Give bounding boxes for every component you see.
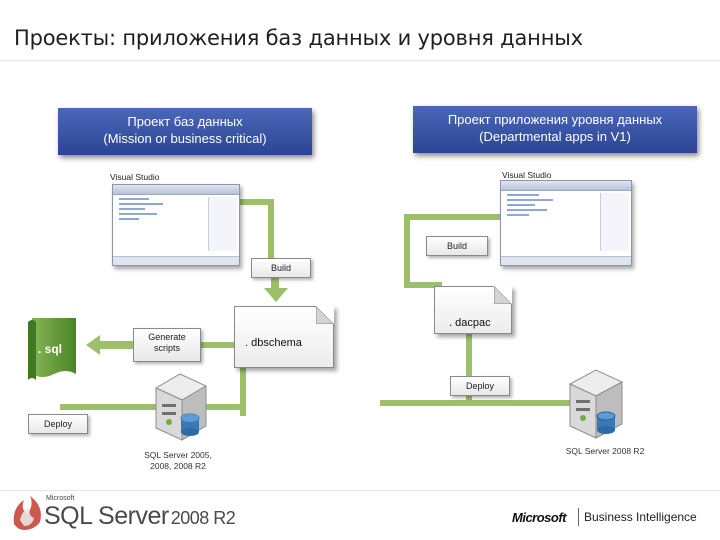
connector-left-v: [268, 199, 274, 277]
vs-label-left: Visual Studio: [110, 172, 160, 182]
arrow-down-icon: [264, 288, 288, 302]
footer-microsoft-logo: Microsoft: [512, 510, 567, 525]
server-left-caption-line2: 2008, 2008 R2: [150, 461, 206, 471]
connector-dbschema-generate: [200, 342, 236, 348]
database-project-subtitle: (Mission or business critical): [103, 131, 267, 146]
database-project-title: Проект баз данных: [127, 114, 243, 129]
database-project-box: Проект баз данных (Mission or business c…: [58, 108, 312, 155]
generate-scripts-label: Generate scripts: [148, 332, 186, 353]
page-fold-icon: [494, 286, 512, 304]
connector-right-v: [404, 214, 410, 286]
vs-statusbar: [113, 256, 239, 265]
data-tier-project-box: Проект приложения уровня данных (Departm…: [413, 106, 697, 153]
vs-label-right: Visual Studio: [502, 170, 552, 180]
footer-version-text: 2008 R2: [170, 508, 236, 528]
connector-deploy-right: [380, 400, 602, 406]
server-right-caption: SQL Server 2008 R2: [565, 446, 645, 456]
vs-code-lines: [113, 198, 239, 220]
footer-bi-text: Business Intelligence: [584, 510, 697, 524]
visual-studio-window-left: [112, 184, 240, 266]
vs-statusbar: [501, 256, 631, 265]
title-divider: [0, 60, 720, 61]
vs-solution-explorer: [600, 193, 629, 251]
connector-right-h: [404, 214, 500, 220]
vs-titlebar: [113, 185, 239, 195]
dbschema-label: . dbschema: [245, 337, 302, 349]
sql-server-logo-icon: [13, 496, 41, 530]
vs-solution-explorer: [208, 197, 237, 251]
build-step-left: Build: [251, 258, 311, 278]
connector-right-to-dacpac: [404, 282, 442, 288]
connector-dacpac-down: [466, 330, 472, 404]
data-tier-project-title: Проект приложения уровня данных: [447, 112, 663, 127]
connector-dbschema-down: [240, 344, 246, 416]
vs-code-lines: [501, 194, 631, 216]
database-server-icon-left: [154, 373, 208, 441]
generate-scripts-step: Generate scripts: [133, 328, 201, 362]
server-left-caption: SQL Server 2005, 2008, 2008 R2: [118, 450, 238, 472]
connector-left-h: [236, 199, 272, 205]
server-left-caption-line1: SQL Server 2005,: [144, 450, 212, 460]
vs-titlebar: [501, 181, 631, 191]
slide-title: Проекты: приложения баз данных и уровня …: [14, 26, 583, 50]
database-server-icon-right: [568, 369, 624, 439]
dbschema-file: . dbschema: [234, 306, 334, 368]
footer-divider: [0, 490, 720, 491]
footer-logo-separator: [578, 508, 579, 526]
build-step-right: Build: [426, 236, 488, 256]
footer-sqlserver-text: SQL Server: [44, 502, 169, 530]
data-tier-project-subtitle: (Departmental apps in V1): [479, 129, 631, 144]
visual-studio-window-right: [500, 180, 632, 266]
connector-deploy-left-h2: [60, 404, 148, 410]
deploy-step-right: Deploy: [450, 376, 510, 396]
footer-brand-microsoft: Microsoft: [46, 495, 75, 502]
connector-left-down: [271, 275, 279, 295]
sql-file-label: . sql: [38, 342, 63, 356]
dacpac-label: . dacpac: [449, 317, 491, 329]
arrow-left-icon: [86, 335, 134, 355]
dacpac-file: . dacpac: [434, 286, 512, 334]
sql-file-icon: [28, 318, 76, 380]
deploy-step-left: Deploy: [28, 414, 88, 434]
page-fold-icon: [316, 306, 334, 324]
